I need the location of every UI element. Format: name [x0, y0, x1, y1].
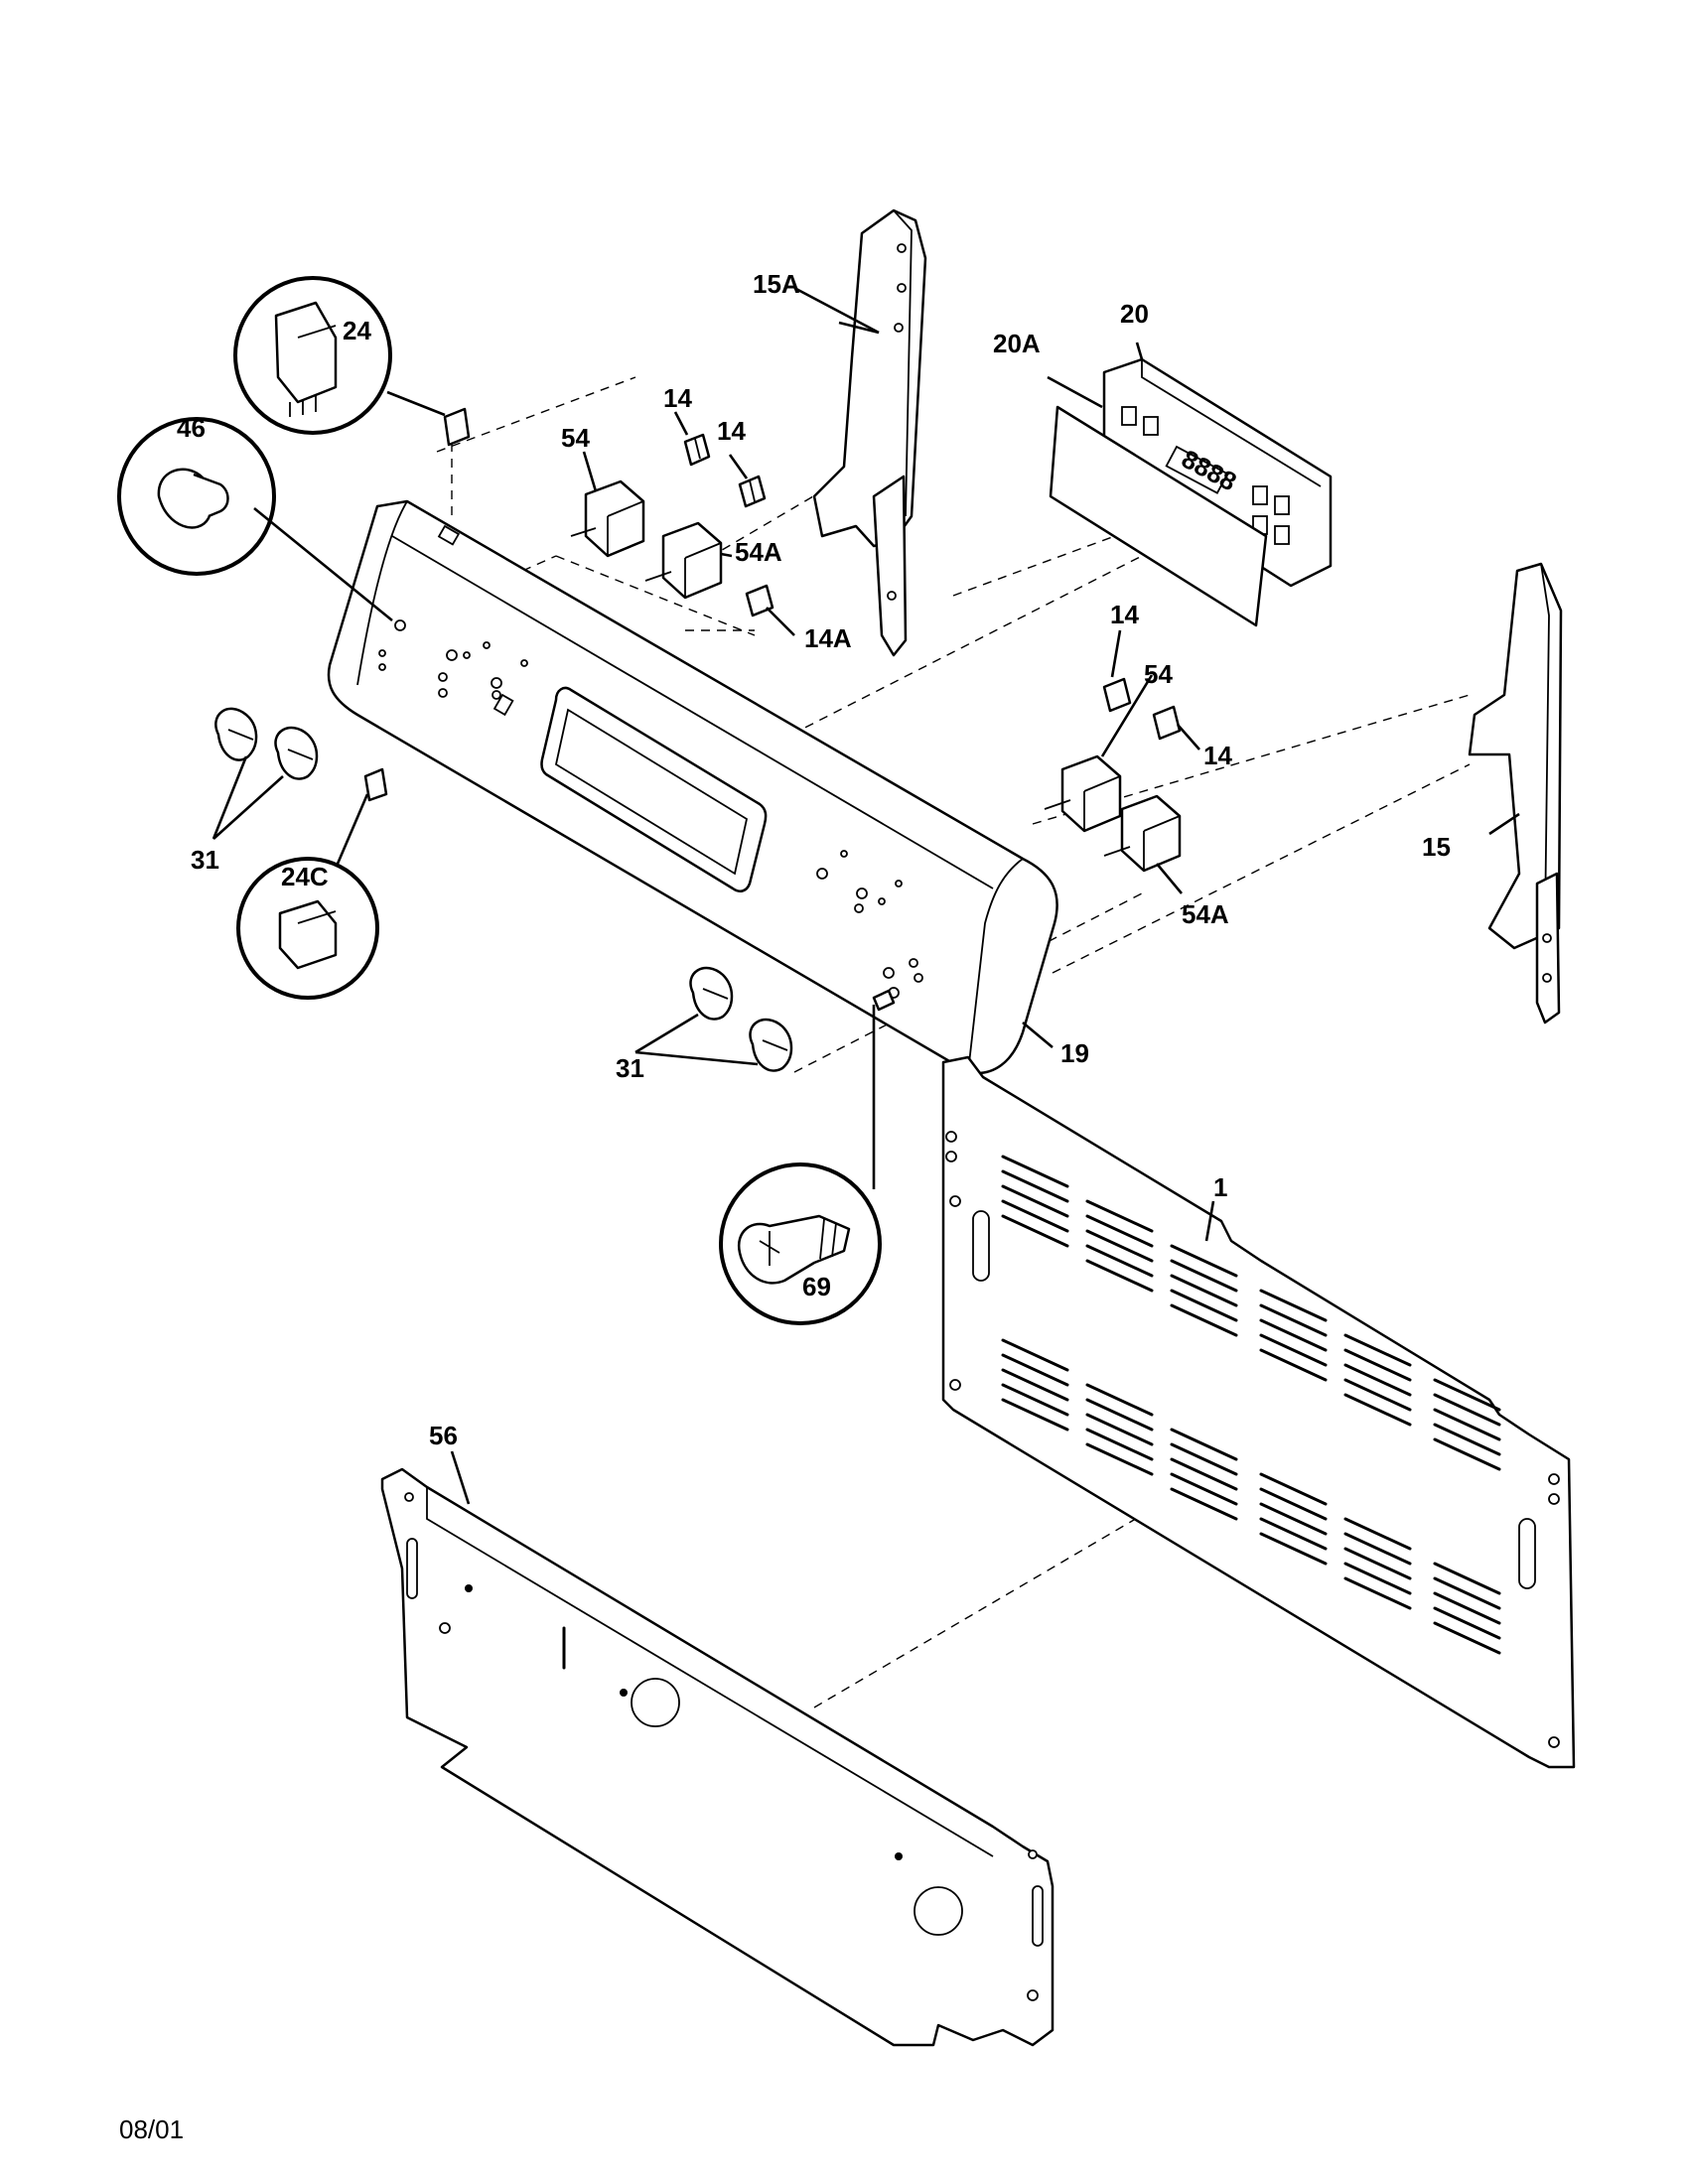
- control-board-20: 8888: [1102, 357, 1333, 588]
- knob-31-b: [274, 726, 319, 780]
- leader-lines: [211, 286, 1520, 1505]
- control-panel-19: [327, 499, 1058, 1075]
- callout-54A-a: 54A: [735, 537, 782, 567]
- callout-20: 20: [1120, 299, 1149, 329]
- side-bracket-15: [1468, 562, 1563, 1024]
- switch-14-right-b: [1152, 705, 1182, 741]
- callout-24: 24: [343, 316, 371, 345]
- switch-14-top-a: [683, 433, 711, 467]
- detail-circle-24: [233, 276, 392, 435]
- lower-panel-56: [380, 1467, 1055, 2047]
- callout-31-a: 31: [191, 845, 219, 875]
- rear-panel-1: [941, 1055, 1576, 1769]
- valve-54-right: [1044, 754, 1122, 833]
- callout-46: 46: [177, 413, 206, 443]
- callout-14-b: 14: [717, 416, 746, 446]
- knob-31-a: [214, 707, 258, 761]
- detail-circle-24c: [236, 857, 379, 1000]
- callout-31-b: 31: [616, 1053, 644, 1083]
- callout-14-a: 14: [663, 383, 692, 413]
- callout-69: 69: [802, 1272, 831, 1301]
- callout-15: 15: [1422, 832, 1451, 862]
- overlay-panel-20a: [1049, 405, 1268, 627]
- detail-circle-69: [719, 1162, 882, 1325]
- callout-14-d: 14: [1203, 741, 1232, 770]
- callout-14A: 14A: [804, 623, 852, 653]
- rear-panel-vents: [1001, 1155, 1501, 1655]
- callout-54-b: 54: [1144, 659, 1173, 689]
- switch-24c-small: [363, 767, 388, 802]
- side-bracket-15a: [812, 208, 927, 657]
- detail-circle-46: [117, 417, 276, 576]
- callout-20A: 20A: [993, 329, 1041, 358]
- switch-14-top-b: [738, 475, 767, 508]
- switch-14-right-a: [1102, 677, 1132, 713]
- callout-15A: 15A: [753, 269, 800, 299]
- callout-labels: 1 14 14 14 14 14A 15 15A 19 20 20A 24 24…: [177, 269, 1451, 1450]
- valve-54a-top: [644, 521, 723, 600]
- callout-54-a: 54: [561, 423, 590, 453]
- knob-31-d: [749, 1018, 793, 1072]
- knob-31-c: [689, 966, 734, 1021]
- callout-14-c: 14: [1110, 600, 1139, 629]
- screw-69-small: [872, 989, 896, 1012]
- callout-24C: 24C: [281, 862, 329, 891]
- callout-19: 19: [1060, 1038, 1089, 1068]
- callout-56: 56: [429, 1421, 458, 1450]
- valve-54a-right: [1103, 794, 1182, 873]
- callout-1: 1: [1213, 1172, 1227, 1202]
- valve-54-top: [570, 479, 645, 558]
- revision-date: 08/01: [119, 2115, 185, 2144]
- switch-24-small: [443, 407, 471, 447]
- callout-54A-b: 54A: [1182, 899, 1229, 929]
